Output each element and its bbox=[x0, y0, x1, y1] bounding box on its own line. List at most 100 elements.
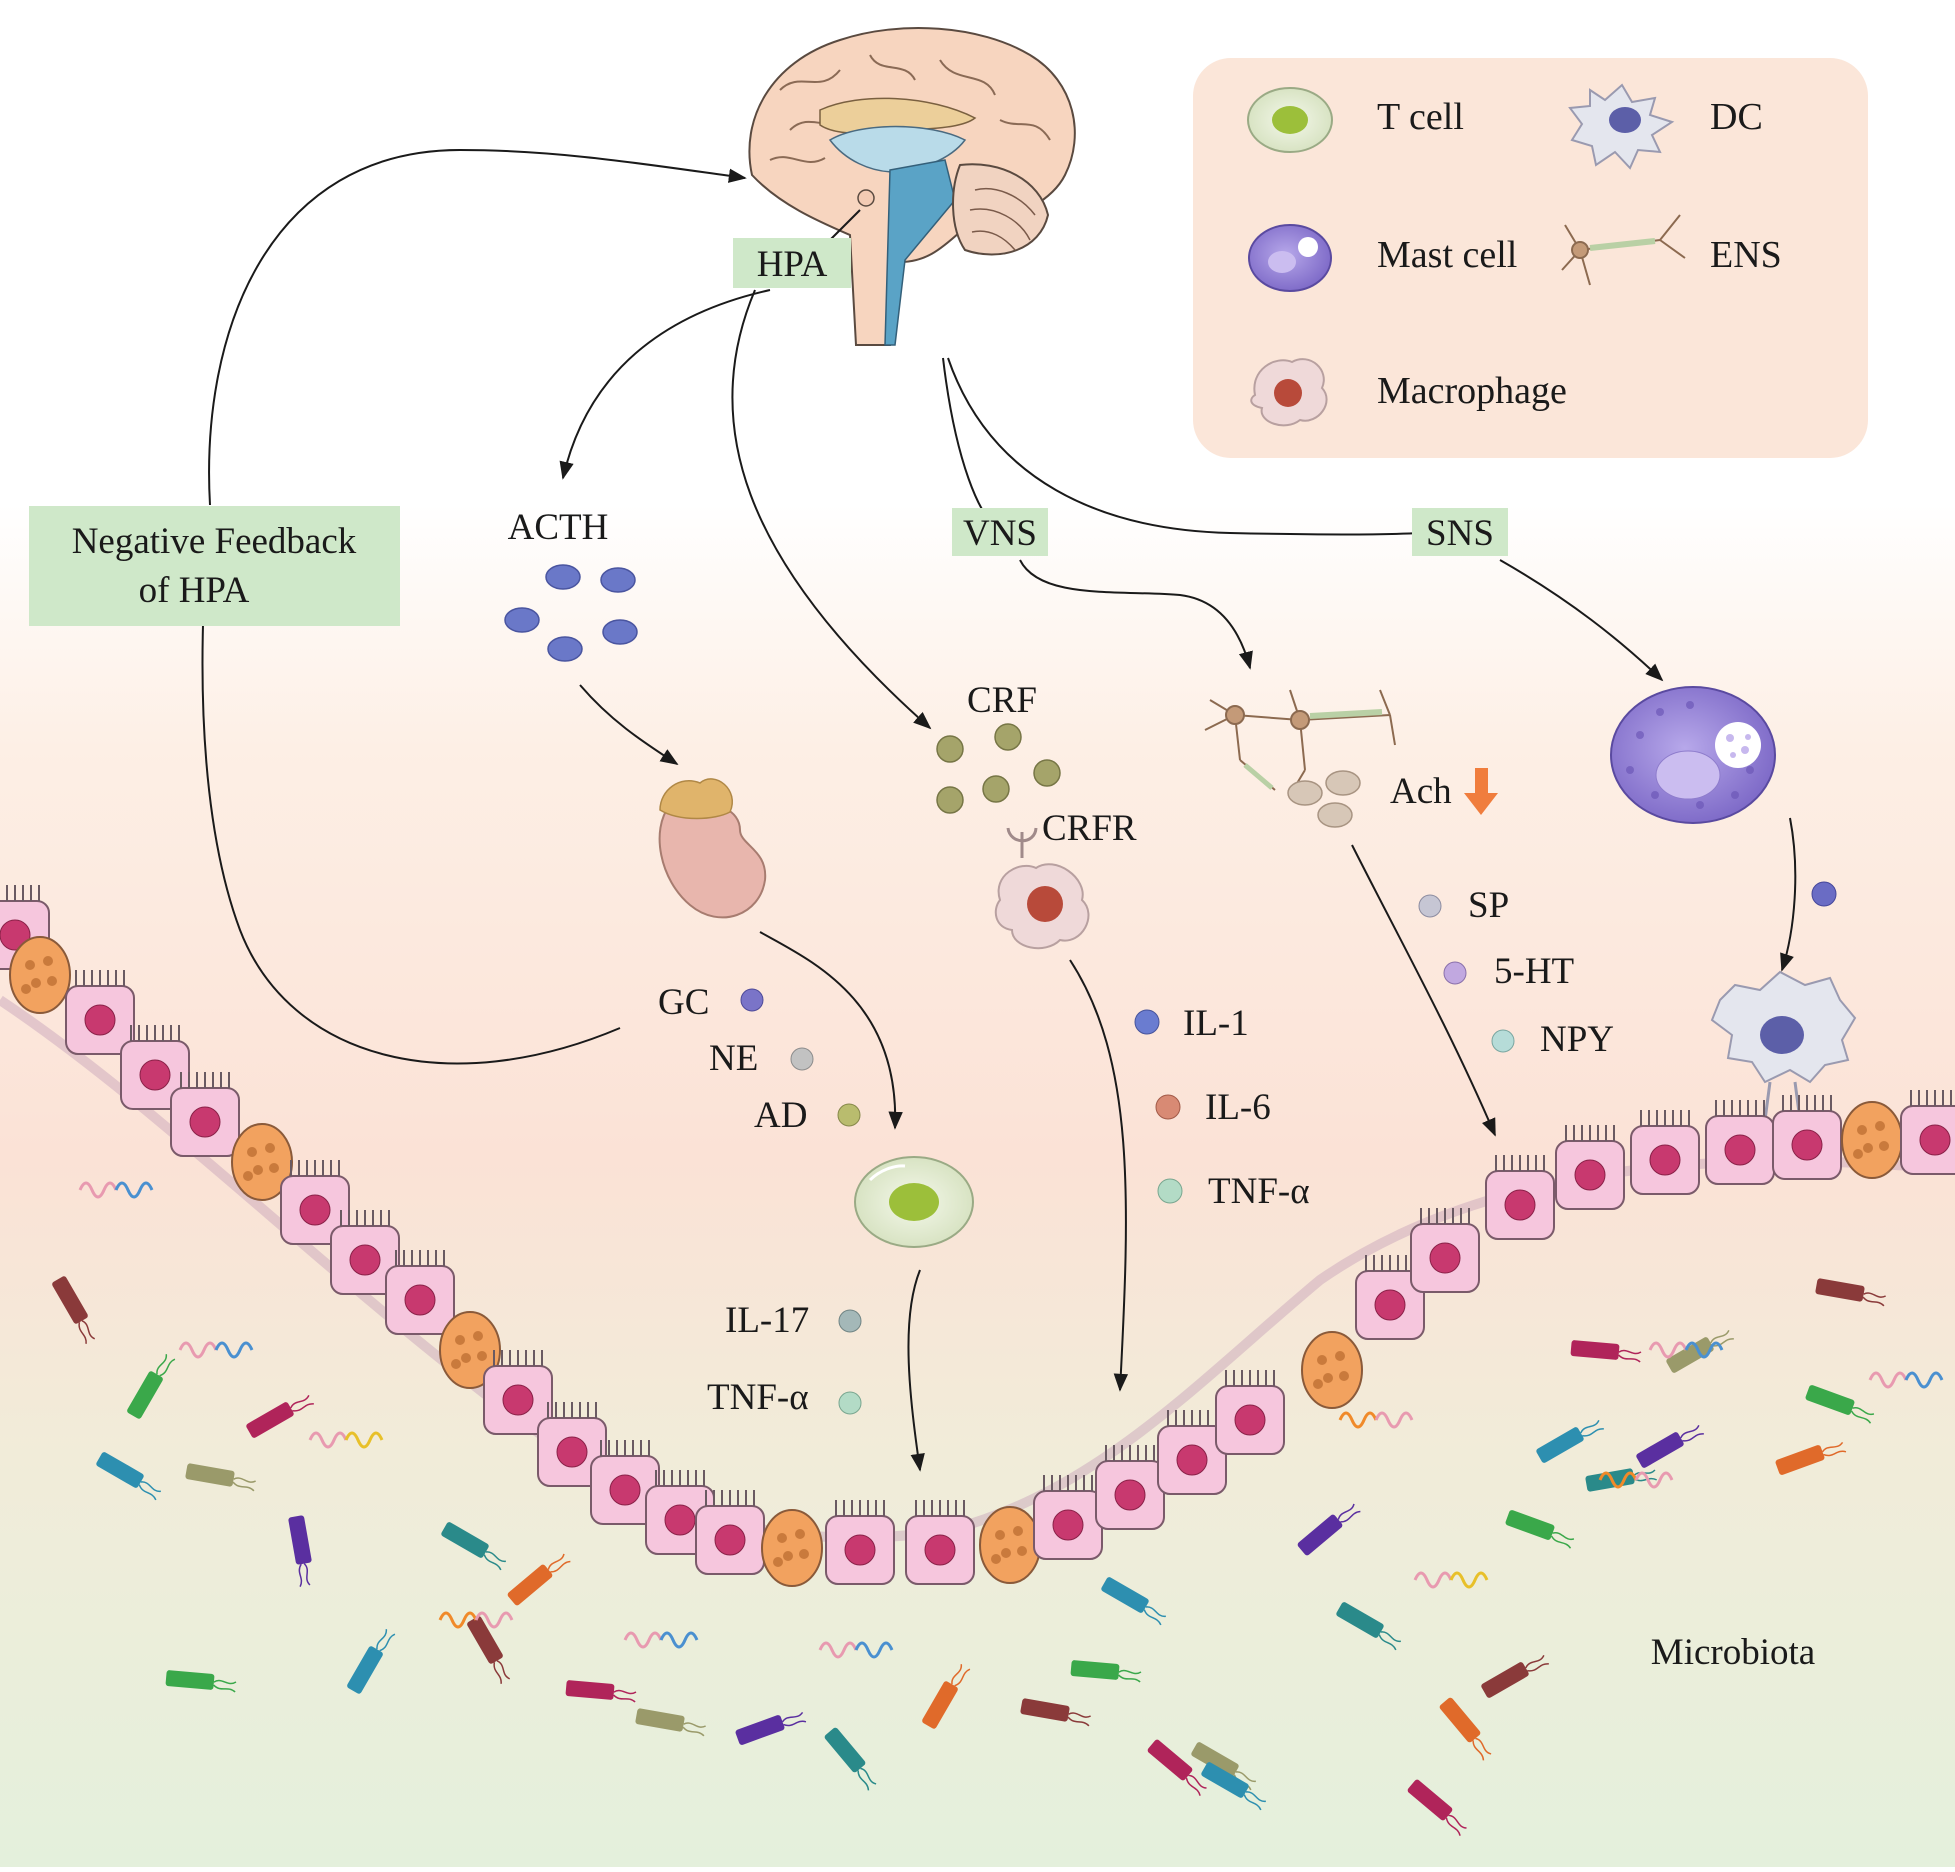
spiral-bacterium bbox=[178, 1341, 254, 1359]
legend-dc-label: DC bbox=[1710, 96, 1763, 138]
macrophage-to-gut-arrow bbox=[1069, 959, 1129, 1392]
mast-cell bbox=[1610, 686, 1776, 824]
sp-molecule bbox=[1418, 894, 1442, 918]
bacterium bbox=[922, 1664, 971, 1729]
brain-to-hpa-link bbox=[827, 209, 861, 243]
hpa-to-crf-arrow bbox=[731, 289, 932, 730]
epithelial-cell bbox=[590, 1440, 660, 1525]
epithelial-cell bbox=[120, 1025, 190, 1110]
legend-macrophage-icon bbox=[1250, 358, 1328, 427]
ach-molecules bbox=[1287, 770, 1361, 828]
ne-molecule bbox=[790, 1047, 814, 1071]
bacterium bbox=[1815, 1278, 1886, 1307]
spiral-bacterium bbox=[1648, 1341, 1724, 1359]
mediator-molecule bbox=[1811, 881, 1837, 907]
bacterium bbox=[1070, 1660, 1142, 1683]
bacterium bbox=[127, 1354, 176, 1419]
adrenal-kidney bbox=[658, 778, 767, 919]
crf-molecules bbox=[936, 723, 1061, 814]
spiral-bacterium bbox=[78, 1181, 154, 1199]
bacterium bbox=[565, 1680, 637, 1703]
epithelial-cell bbox=[483, 1350, 553, 1435]
tcell bbox=[854, 1156, 974, 1248]
spiral-bacterium bbox=[818, 1641, 894, 1659]
microbiota-label: Microbiota bbox=[1651, 1632, 1815, 1673]
mastcell-to-dc-arrow bbox=[1780, 817, 1797, 972]
crfr-label: CRFR bbox=[1042, 808, 1137, 849]
gc-molecule bbox=[740, 988, 764, 1012]
bacterium bbox=[1505, 1510, 1575, 1549]
epithelial-cell bbox=[65, 970, 135, 1055]
bacterium bbox=[246, 1394, 314, 1438]
tcell-to-gut-arrow bbox=[907, 1269, 925, 1472]
epithelial-cell bbox=[1095, 1445, 1165, 1530]
epithelial-layer bbox=[0, 885, 1955, 1587]
epithelial-cell bbox=[1900, 1090, 1955, 1175]
bacterium bbox=[1147, 1739, 1207, 1796]
bacterium bbox=[165, 1670, 237, 1693]
il17-label: IL-17 bbox=[725, 1300, 809, 1341]
sp-label: SP bbox=[1468, 885, 1509, 926]
gc-label: GC bbox=[658, 982, 709, 1023]
epithelial-cell bbox=[1215, 1370, 1285, 1455]
bacterium bbox=[1407, 1779, 1467, 1836]
macrophage bbox=[994, 827, 1090, 950]
bacterium bbox=[1570, 1340, 1642, 1363]
vns-to-ens-arrow bbox=[1019, 559, 1253, 670]
spiral-bacterium bbox=[438, 1611, 514, 1629]
epithelial-cell bbox=[695, 1490, 765, 1575]
acth-to-adrenal-arrow bbox=[579, 684, 679, 765]
spiral-bacterium bbox=[308, 1431, 384, 1449]
spiral-bacterium bbox=[623, 1631, 699, 1649]
bacterium bbox=[1666, 1329, 1734, 1373]
il1-label: IL-1 bbox=[1183, 1003, 1249, 1044]
dendritic-cell bbox=[1710, 970, 1857, 1121]
gc-feedback-line bbox=[201, 624, 621, 1065]
tnfa-left-label: TNF-α bbox=[707, 1377, 809, 1418]
goblet-cell bbox=[1841, 1101, 1903, 1179]
bacterium bbox=[185, 1463, 256, 1492]
svg-text:SNS: SNS bbox=[1426, 513, 1494, 554]
sns-tag: SNS bbox=[1412, 508, 1508, 556]
bacterium bbox=[824, 1727, 877, 1791]
svg-text:of HPA: of HPA bbox=[139, 570, 250, 611]
ad-molecule bbox=[837, 1103, 861, 1127]
5ht-label: 5-HT bbox=[1494, 951, 1574, 992]
microbiota-cluster bbox=[52, 1181, 1944, 1836]
bacterium bbox=[1020, 1698, 1091, 1727]
svg-text:VNS: VNS bbox=[963, 513, 1037, 554]
bacterium bbox=[735, 1711, 807, 1745]
bacterium bbox=[1805, 1385, 1875, 1424]
hpa-to-acth-arrow bbox=[559, 289, 771, 480]
vns-tag: VNS bbox=[952, 508, 1048, 556]
sns-to-mastcell-arrow bbox=[1499, 559, 1664, 682]
epithelial-cell bbox=[385, 1250, 455, 1335]
epithelial-cell bbox=[1705, 1100, 1775, 1185]
legend-mastcell-label: Mast cell bbox=[1377, 234, 1517, 276]
feedback-to-brain-arrow bbox=[208, 148, 747, 506]
acth-label: ACTH bbox=[508, 507, 609, 548]
epithelial-cell bbox=[1485, 1155, 1555, 1240]
bacterium bbox=[1481, 1654, 1549, 1698]
epithelial-cell bbox=[170, 1072, 240, 1157]
goblet-cell bbox=[9, 936, 71, 1014]
goblet-cell bbox=[979, 1506, 1041, 1584]
legend-dc-icon bbox=[1568, 83, 1675, 170]
epithelial-cell bbox=[280, 1160, 350, 1245]
epithelial-cell bbox=[1410, 1208, 1480, 1293]
hpa-tag: HPA bbox=[733, 238, 851, 288]
spiral-bacterium bbox=[1413, 1571, 1489, 1589]
negative-feedback-tag: Negative Feedback of HPA bbox=[29, 506, 400, 626]
legend-ens-icon bbox=[1561, 214, 1686, 286]
bacterium bbox=[1536, 1419, 1604, 1463]
acth-molecules bbox=[504, 564, 638, 662]
bacterium bbox=[635, 1708, 706, 1737]
tnfa-left-molecule bbox=[838, 1391, 862, 1415]
il6-label: IL-6 bbox=[1205, 1087, 1271, 1128]
svg-text:Negative Feedback: Negative Feedback bbox=[72, 521, 357, 562]
epithelial-cell bbox=[1157, 1410, 1227, 1495]
il6-molecule bbox=[1155, 1094, 1181, 1120]
legend-macrophage-label: Macrophage bbox=[1377, 370, 1567, 412]
